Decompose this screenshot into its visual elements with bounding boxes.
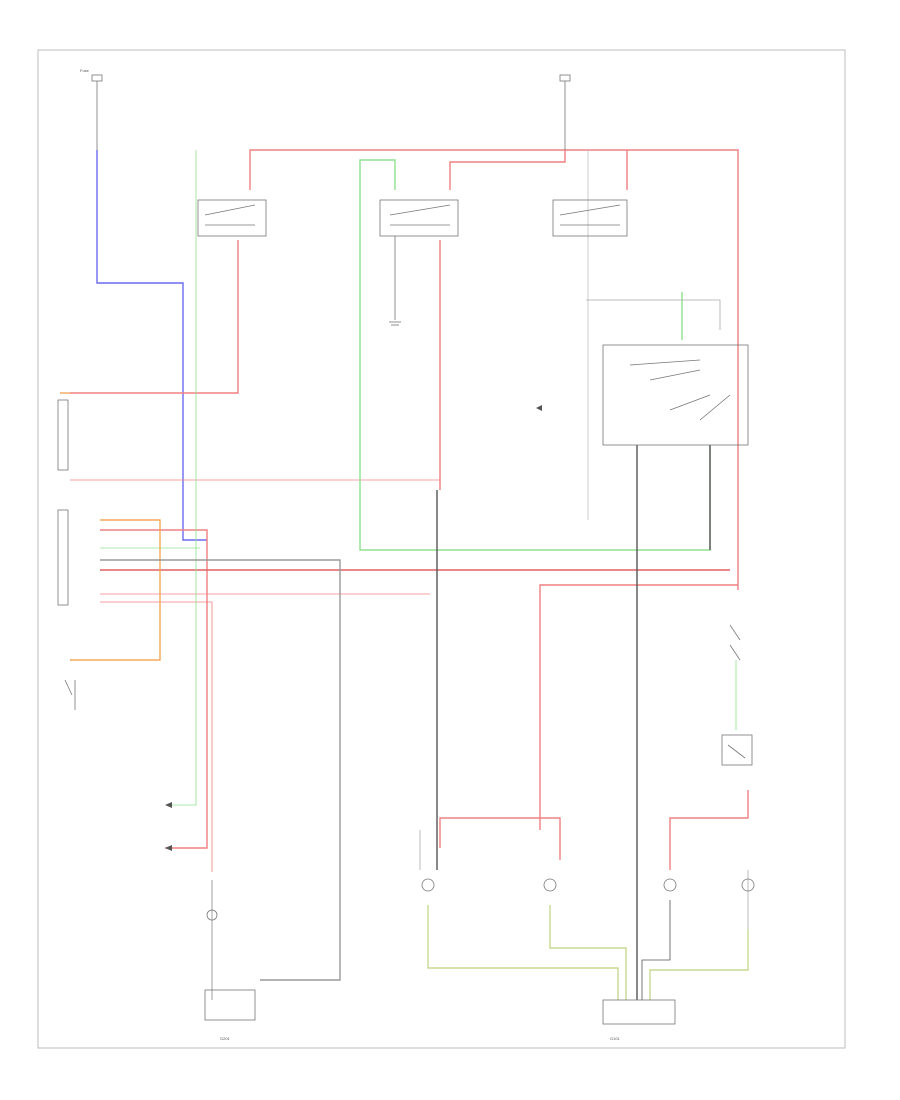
connector-left-lower (57, 509, 69, 606)
wire-gray-1 (100, 559, 341, 981)
arrow-marks (165, 405, 542, 851)
wire-green-1 (359, 159, 711, 551)
switch-left-small (64, 679, 76, 710)
wire-red-10 (539, 584, 738, 830)
wire-yg-1 (427, 905, 619, 1000)
lamp-2 (543, 878, 557, 892)
wire-red-2 (449, 150, 566, 190)
fuse-top-right (559, 74, 571, 150)
connector-middle (389, 236, 401, 326)
wires (60, 149, 749, 1000)
wire-red-8 (100, 601, 213, 872)
wire-red-1 (70, 240, 239, 394)
connector-left-upper (57, 399, 69, 471)
wire-gray-9 (641, 900, 671, 1000)
lamp-1 (421, 878, 435, 892)
wire-red-12 (669, 790, 749, 870)
wire-green-2 (170, 150, 197, 806)
ground-label-right: G101 (610, 1036, 621, 1041)
wire-red-6 (100, 529, 208, 849)
wire-red-top-bus (249, 149, 739, 590)
fuse-top-left: Fuse (80, 68, 103, 150)
relay-middle (379, 199, 459, 237)
relay-left (197, 199, 267, 237)
wire-yg-2 (549, 905, 627, 1000)
wire-gray-5 (586, 299, 721, 330)
connector-bottom-right (602, 999, 676, 1025)
wire-yg-3 (649, 930, 749, 1000)
wire-red-11 (439, 817, 561, 860)
relay-right (552, 199, 628, 237)
lamp-3 (663, 878, 677, 892)
switch-box-right (721, 734, 753, 766)
svg-text:Fuse: Fuse (80, 68, 90, 73)
wire-orange-2 (70, 519, 161, 661)
switch-box (602, 344, 749, 446)
diagram-border (37, 49, 846, 1049)
lamp-4 (741, 878, 755, 892)
switch-right-upper (729, 624, 741, 661)
wire-blue (96, 150, 207, 541)
ground-label-left: G201 (220, 1036, 231, 1041)
component-bottom-left (204, 909, 256, 1021)
